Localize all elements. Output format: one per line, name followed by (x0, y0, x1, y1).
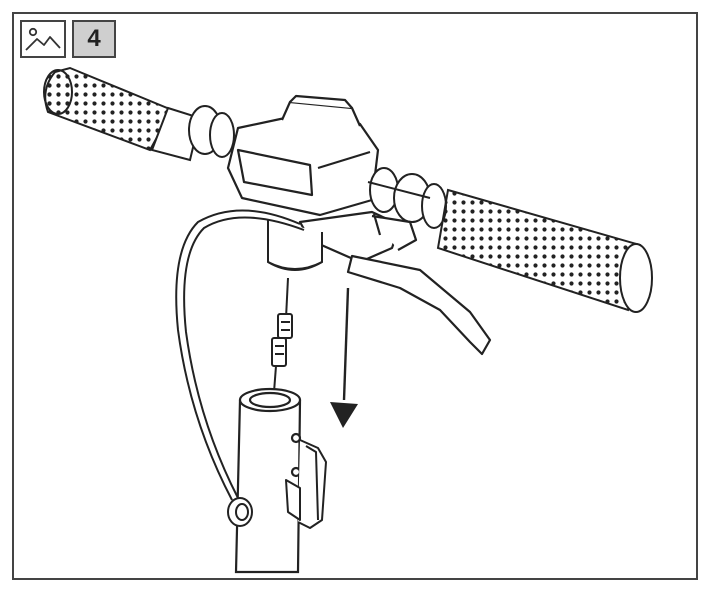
image-badge (20, 20, 66, 58)
step-number-badge: 4 (72, 20, 116, 58)
cable-connector (271, 277, 293, 393)
cable-knob (227, 497, 253, 527)
lower-tube (234, 387, 302, 574)
arrow-down-icon (330, 287, 358, 428)
display-housing (226, 94, 380, 217)
right-collar (367, 167, 447, 229)
step-number: 4 (87, 25, 101, 52)
image-icon (25, 27, 61, 51)
left-collar (150, 105, 235, 162)
tube-clamp (285, 439, 327, 529)
stem-top (267, 220, 323, 271)
left-grip (43, 66, 174, 152)
brake-cable (175, 209, 305, 501)
right-grip (436, 188, 653, 313)
